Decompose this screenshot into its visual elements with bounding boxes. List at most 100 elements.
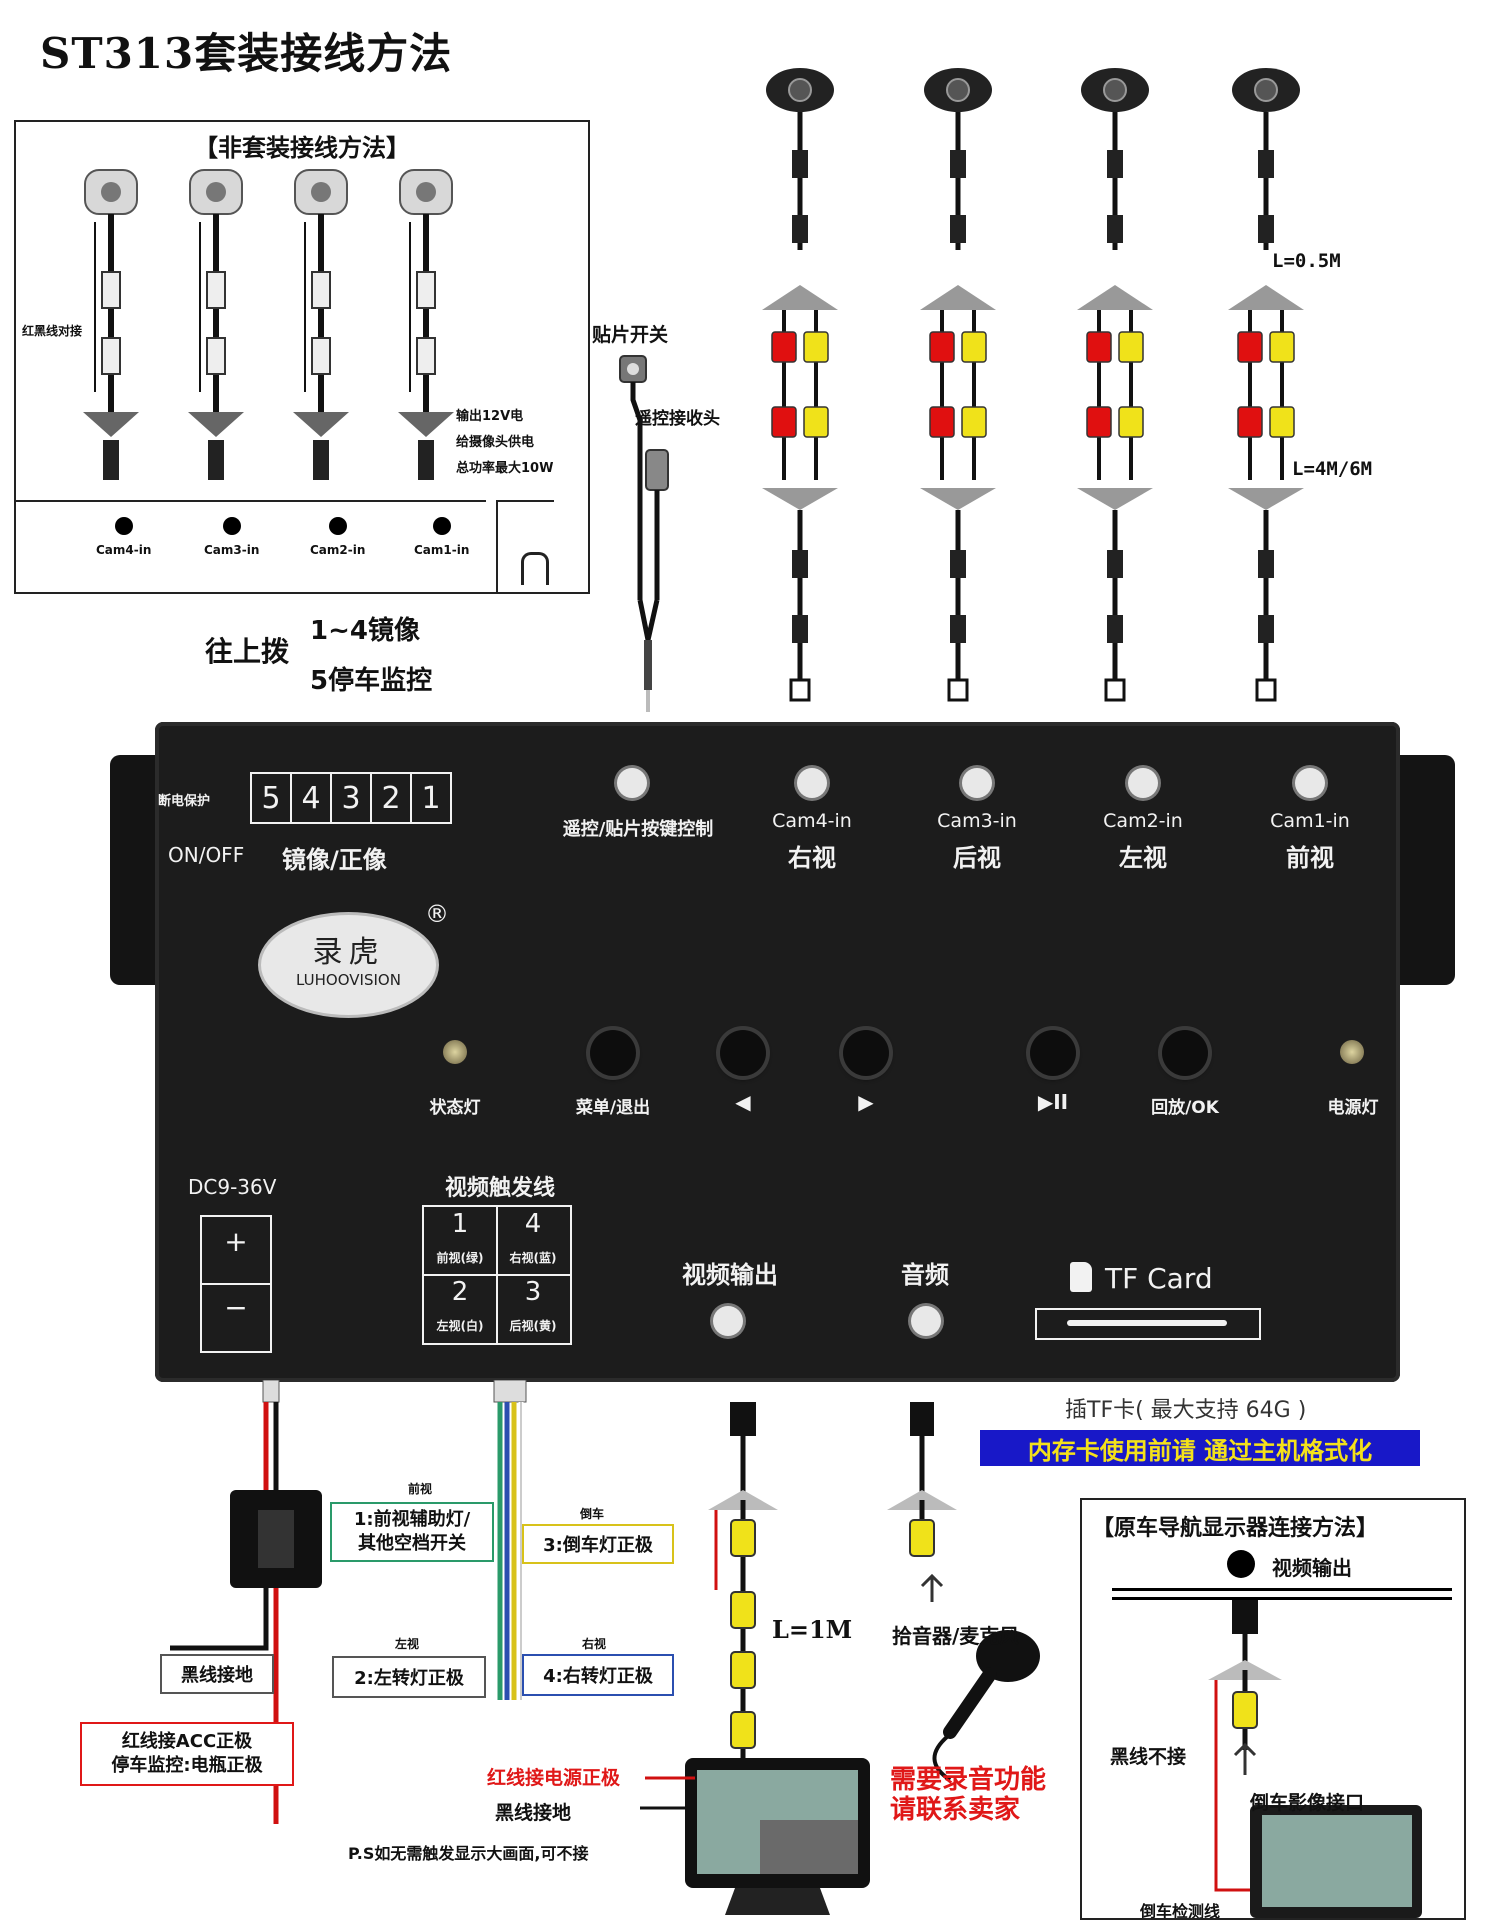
front-trigger-box: 1:前视辅助灯/ 其他空档开关 [330,1502,494,1562]
rca-plug [803,331,829,363]
dip-switch[interactable]: 5 4 3 2 1 [250,772,452,824]
rca-plug [1269,406,1295,438]
rca-plug [1086,406,1112,438]
playback-ok-label: 回放/OK [1151,1098,1219,1118]
oem-black-no: 黑线不接 [1110,1746,1187,1768]
status-led [443,1040,467,1064]
rca-plug [1118,406,1144,438]
remote-jack[interactable] [617,768,647,798]
switch-mirror-label: 1~4镜像 [310,616,420,646]
dip-number[interactable]: 2 [372,774,412,822]
cable-length-short: L=0.5M [1272,250,1341,272]
prev-button[interactable] [720,1030,766,1076]
inset-device-edge [496,500,554,592]
mic-note-line: 需要录音功能 [890,1765,1047,1795]
rca-plug [1237,406,1263,438]
oem-display-inset: 【原车导航显示器连接方法】 视频输出 黑线不接 倒车影像接口 倒车检测线 [1080,1498,1466,1920]
switch-parking-label: 5停车监控 [310,666,433,696]
dip-number[interactable]: 5 [252,774,292,822]
video-out-jack[interactable] [713,1306,743,1336]
cable-length-long: L=4M/6M [1292,458,1373,480]
inset-port-cam3: Cam3-in [204,517,259,557]
front-trigger-line: 其他空档开关 [358,1533,466,1554]
red-acc-box: 红线接ACC正极 停车监控:电瓶正极 [80,1722,294,1786]
audio-jack[interactable] [911,1306,941,1336]
rca-plug [961,331,987,363]
left-small-label: 左视 [395,1637,420,1651]
power-note-line: 输出12V电 [456,409,524,424]
power-led-label: 电源灯 [1327,1098,1379,1118]
tf-note: 插TF卡( 最大支持 64G ) [1065,1398,1307,1423]
remote-receiver-icon [645,449,669,491]
lower-wiring-diagram [170,1380,1040,1915]
rca-plug [1086,331,1112,363]
rca-plug [1118,331,1144,363]
power-protect-label: 断电保护 [158,794,211,809]
mic-note: 需要录音功能 请联系卖家 [890,1765,1046,1825]
power-note-line: 给摄像头供电 [456,435,535,450]
inset-port-cam2: Cam2-in [310,517,365,557]
red-black-note: 红黑线对接 [22,324,83,338]
sd-card-icon [1070,1262,1092,1292]
rca-plug [771,406,797,438]
monitor-cable-length: L=1M [772,1615,853,1644]
status-led-label: 状态灯 [429,1098,481,1118]
audio-label: 音频 [901,1261,949,1289]
trigger-desc: 后视(黄) [509,1319,557,1333]
trigger-block: 1 前视(绿) 4 右视(蓝) 2 左视(白) 3 后视(黄) [422,1205,572,1345]
play-pause-button[interactable] [1030,1030,1076,1076]
cam1-jack[interactable] [1295,768,1325,798]
rca-plug [929,406,955,438]
trigger-desc: 右视(蓝) [509,1251,557,1265]
mic-note-line: 请联系卖家 [890,1795,1021,1825]
inset-camera-diagram [83,169,454,480]
inset-port-cam4: Cam4-in [96,517,151,557]
playback-ok-button[interactable] [1162,1030,1208,1076]
dip-number[interactable]: 3 [332,774,372,822]
remote-cable-diagram [619,355,669,712]
cam3-view: 后视 [953,844,1001,872]
power-note: 输出12V电 给摄像头供电 总功率最大10W [456,404,553,482]
port-label: Cam1-in [414,543,470,557]
brand-cn: 录虎 [312,935,385,970]
mic-label: 拾音器/麦克风 [892,1624,1020,1648]
rca-plug [771,331,797,363]
dc-voltage-label: DC9-36V [188,1175,277,1199]
oem-panel-edge [1112,1588,1452,1600]
rca-plug [803,406,829,438]
brand-logo: 录虎 LUHOOVISION [258,912,439,1018]
port-label: Cam2-in [310,543,366,557]
menu-exit-button[interactable] [590,1030,636,1076]
tf-card-label: TF Card [1105,1262,1213,1295]
dc-plus: + [224,1225,248,1258]
remote-control-label: 遥控/贴片按键控制 [562,819,714,840]
cam3-jack[interactable] [962,768,992,798]
cam4-jack[interactable] [797,768,827,798]
inset-port-cam1: Cam1-in [414,517,469,557]
cam4-view: 右视 [788,844,836,872]
oem-video-out-label: 视频输出 [1272,1556,1352,1580]
oem-wiring [1208,1600,1422,1918]
dip-number[interactable]: 4 [292,774,332,822]
cam3-id: Cam3-in [937,810,1017,832]
cam2-jack[interactable] [1128,768,1158,798]
rca-plug [929,331,955,363]
front-trigger-line: 1:前视辅助灯/ [353,1509,471,1530]
tf-card-slot[interactable] [1035,1308,1261,1340]
dip-number[interactable]: 1 [421,780,441,816]
tf-warning-banner: 内存卡使用前请 通过主机格式化 [980,1430,1420,1466]
oem-reverse-port: 倒车影像接口 [1250,1792,1365,1814]
inset-title: 【非套装接线方法】 [194,134,410,162]
inset-device-strip [16,500,486,592]
video-out-label: 视频输出 [682,1261,778,1289]
rca-plug [1237,331,1263,363]
cam1-view: 前视 [1286,844,1334,872]
cam1-id: Cam1-in [1270,810,1350,832]
next-button[interactable] [843,1030,889,1076]
rca-plug [961,406,987,438]
left-trigger-box: 2:左转灯正极 [332,1656,486,1698]
dc-minus: − [224,1291,248,1324]
mirror-label: 镜像/正像 [282,846,387,874]
oem-video-out-dot [1227,1550,1255,1578]
play-pause-label: ▶II [1037,1090,1069,1114]
